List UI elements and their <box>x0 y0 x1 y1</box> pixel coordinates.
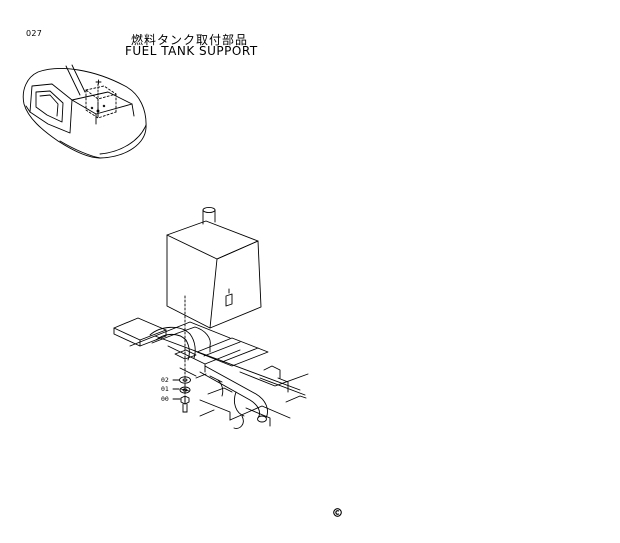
page-number: 027 <box>26 29 43 38</box>
hardware-parts <box>179 376 191 413</box>
callout-label-01: 01 <box>161 385 169 393</box>
callout-label-02: 02 <box>161 376 169 384</box>
title-english: FUEL TANK SUPPORT <box>125 44 258 58</box>
excavator-overview-icon <box>22 64 147 159</box>
mounting-frame <box>113 317 309 429</box>
circled-copyright-icon <box>333 508 342 517</box>
fuel-tank <box>166 206 262 329</box>
callout-label-00: 00 <box>161 395 169 403</box>
title-japanese: 燃料タンク取付部品 <box>131 33 249 47</box>
